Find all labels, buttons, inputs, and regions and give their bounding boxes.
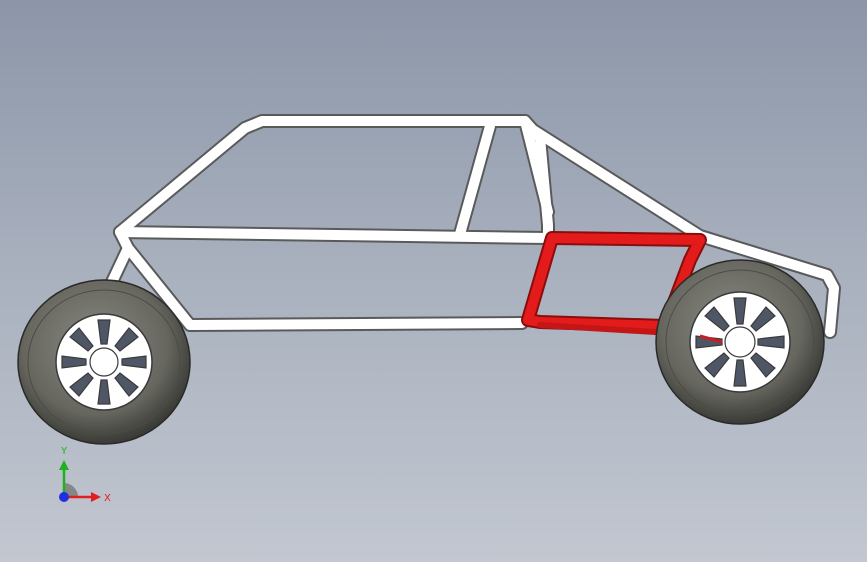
coordinate-triad: Y X xyxy=(59,446,111,504)
b-pillar-tube xyxy=(455,121,495,239)
highlight-floor-shade xyxy=(537,322,658,335)
rear-hub xyxy=(724,326,756,358)
lower-rail-tube xyxy=(115,227,527,330)
y-axis-label: Y xyxy=(60,446,68,457)
rear-wheel[interactable] xyxy=(655,259,825,425)
rear-rim-accent xyxy=(699,334,723,344)
c-pillar-tube xyxy=(520,116,553,217)
z-axis-dot xyxy=(59,492,69,502)
front-rim-spokes xyxy=(61,319,147,405)
rear-roof-tube xyxy=(525,123,839,337)
front-lower-tube xyxy=(107,243,133,287)
rear-rim-spokes xyxy=(695,297,785,387)
front-hub xyxy=(89,347,119,377)
frame-tubes[interactable] xyxy=(107,116,839,337)
front-wheel[interactable] xyxy=(17,279,191,445)
x-axis-label: X xyxy=(104,493,111,504)
mid-rail-tube xyxy=(115,227,553,243)
